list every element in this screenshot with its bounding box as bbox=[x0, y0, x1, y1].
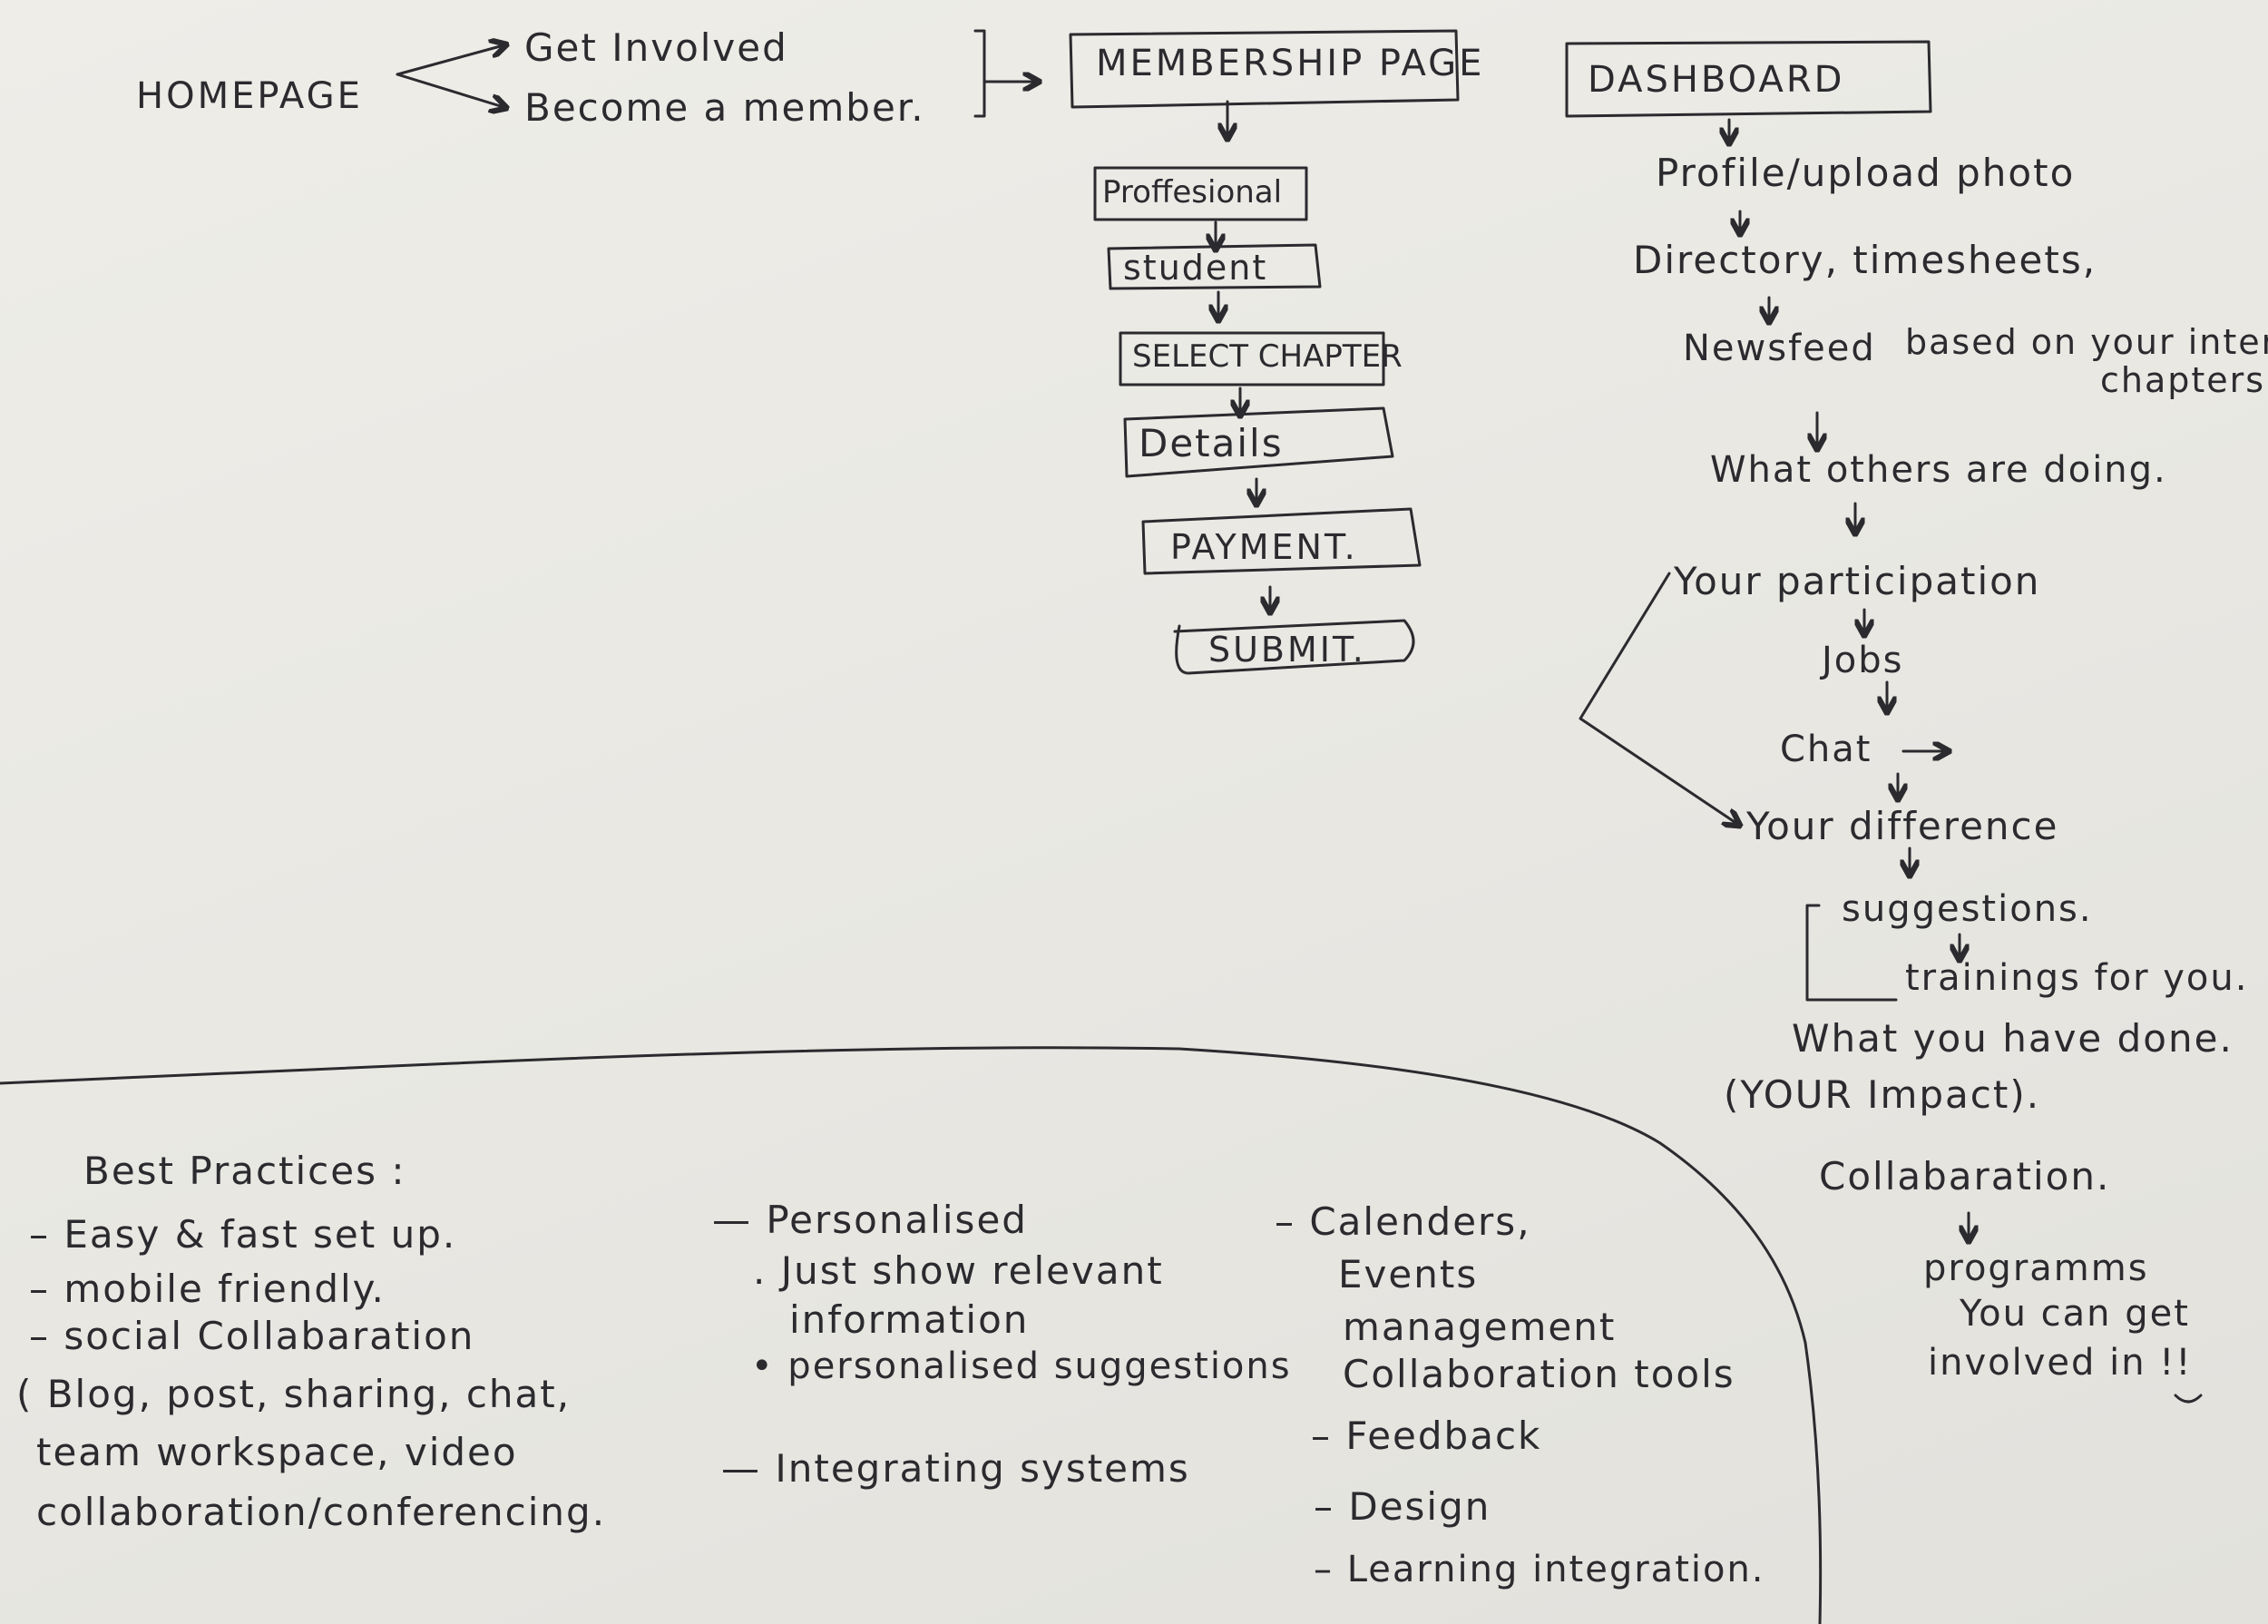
bp-feedback: – Feedback bbox=[1311, 1414, 1542, 1458]
bp-calenders: – Calenders, bbox=[1275, 1199, 1531, 1244]
dashboard-box bbox=[1565, 40, 1932, 118]
bp-conferencing: collaboration/conferencing. bbox=[36, 1490, 607, 1534]
box-select-chapter bbox=[1119, 331, 1385, 386]
box-student bbox=[1107, 243, 1322, 290]
step-proffesional: Proffesional bbox=[1102, 174, 1283, 210]
suggestions-bracket bbox=[1805, 904, 1898, 1002]
bp-suggestions: • personalised suggestions bbox=[751, 1345, 1292, 1387]
dashboard-title: DASHBOARD bbox=[1588, 59, 1845, 101]
divider-curve bbox=[0, 1046, 1823, 1624]
bp-learning: – Learning integration. bbox=[1314, 1549, 1765, 1590]
dashboard-difference: Your difference bbox=[1746, 804, 2059, 848]
membership-page-box bbox=[1069, 29, 1460, 109]
dashboard-done: What you have done. bbox=[1792, 1016, 2234, 1061]
get-involved-label: Get Involved bbox=[524, 25, 788, 70]
dashboard-chat: Chat bbox=[1780, 729, 1872, 770]
best-practices-title: Best Practices : bbox=[83, 1149, 406, 1193]
box-payment bbox=[1141, 507, 1422, 575]
bp-events: Events bbox=[1338, 1252, 1479, 1296]
box-proffesional bbox=[1093, 166, 1308, 221]
smiley-face bbox=[2174, 1394, 2203, 1404]
become-member-label: Become a member. bbox=[524, 85, 925, 130]
dashboard-others: What others are doing. bbox=[1710, 449, 2167, 491]
bp-blog: ( Blog, post, sharing, chat, bbox=[16, 1372, 572, 1416]
bp-collab-tools: Collaboration tools bbox=[1343, 1352, 1735, 1396]
membership-page-label: MEMBERSHIP PAGE bbox=[1096, 43, 1485, 84]
arrow-to-get-involved bbox=[396, 45, 503, 76]
homepage-label: HOMEPAGE bbox=[136, 75, 363, 117]
step-details: Details bbox=[1139, 421, 1284, 465]
step-payment: PAYMENT. bbox=[1170, 527, 1358, 567]
bp-personalised: — Personalised bbox=[712, 1198, 1028, 1242]
dashboard-newsfeed: Newsfeed bbox=[1683, 328, 1876, 369]
participation-connector bbox=[1579, 572, 1737, 824]
box-details bbox=[1123, 406, 1394, 478]
bp-information: information bbox=[789, 1297, 1030, 1342]
dashboard-suggestions: suggestions. bbox=[1842, 888, 2093, 930]
dashboard-newsfeed-note: based on your inter/ bbox=[1905, 322, 2268, 362]
dashboard-trainings: trainings for you. bbox=[1905, 957, 2249, 999]
bracket-to-membership bbox=[973, 29, 986, 118]
bp-easy: – Easy & fast set up. bbox=[29, 1212, 457, 1257]
bp-mobile: – mobile friendly. bbox=[29, 1267, 386, 1311]
dashboard-profile: Profile/upload photo bbox=[1656, 151, 2076, 195]
bp-social: – social Collabaration bbox=[29, 1314, 475, 1358]
dashboard-jobs: Jobs bbox=[1822, 640, 1904, 681]
dashboard-collaboration: Collabaration. bbox=[1819, 1154, 2111, 1198]
dashboard-programs: programms bbox=[1923, 1247, 2149, 1289]
bp-design: – Design bbox=[1314, 1484, 1491, 1529]
dashboard-directory: Directory, timesheets, bbox=[1633, 238, 2097, 282]
step-select-chapter: SELECT CHAPTER bbox=[1132, 338, 1403, 375]
dashboard-involved: involved in !! bbox=[1928, 1342, 2193, 1384]
bp-relevant: . Just show relevant bbox=[753, 1248, 1164, 1293]
step-student: student bbox=[1123, 248, 1268, 288]
dashboard-get: You can get bbox=[1960, 1293, 2190, 1335]
step-submit: SUBMIT. bbox=[1208, 630, 1366, 670]
bp-management: management bbox=[1343, 1305, 1617, 1349]
dashboard-impact: (YOUR Impact). bbox=[1724, 1072, 2041, 1117]
bp-integrating: — Integrating systems bbox=[721, 1446, 1190, 1491]
dashboard-newsfeed-note-2: chapters bbox=[2100, 360, 2266, 400]
dashboard-participation: Your participation bbox=[1674, 559, 2041, 603]
arrow-to-become-member bbox=[396, 73, 503, 107]
bp-team: team workspace, video bbox=[36, 1430, 518, 1474]
box-submit bbox=[1173, 619, 1415, 675]
